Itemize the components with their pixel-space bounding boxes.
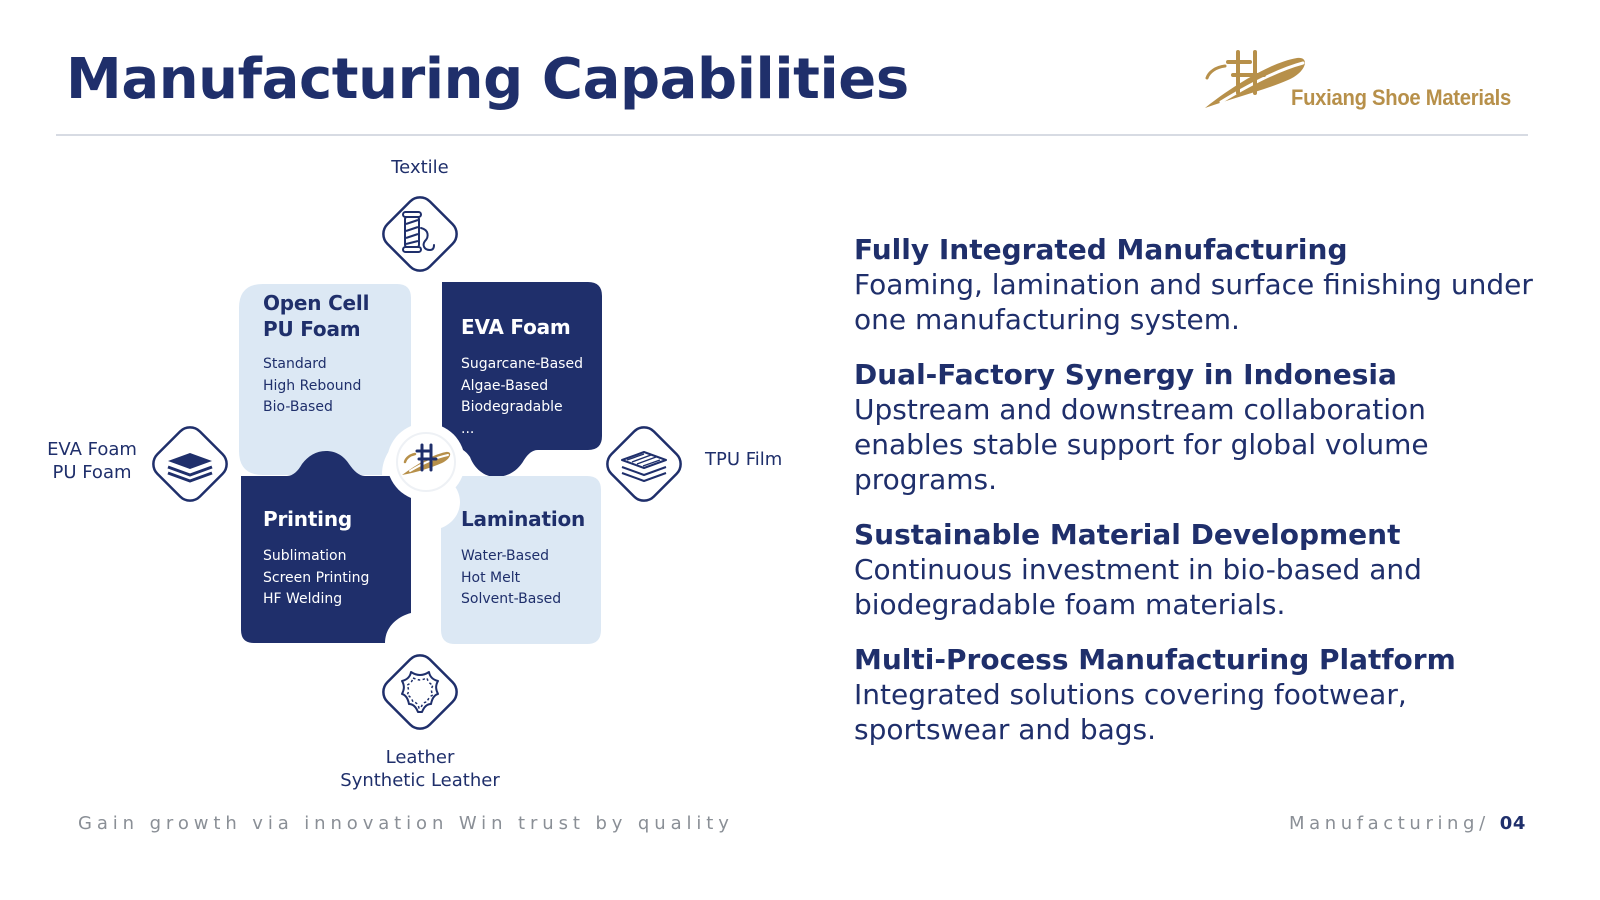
brand-logo: Fuxiang Shoe Materials — [1195, 40, 1535, 122]
feature-item: Sustainable Material Development Continu… — [854, 517, 1544, 622]
foam-layers-icon — [142, 416, 238, 512]
quadrant-item: Algae-Based — [461, 377, 549, 394]
feature-item: Dual-Factory Synergy in Indonesia Upstre… — [854, 357, 1544, 497]
quadrant-item: HF Welding — [263, 591, 343, 607]
quadrant-list: Sugarcane-Based Algae-Based Biodegradabl… — [461, 354, 611, 440]
capability-feature-list: Fully Integrated Manufacturing Foaming, … — [854, 232, 1544, 767]
center-logo-mark — [394, 430, 458, 494]
quadrant-open-cell-pu-foam: Open Cell PU Foam Standard High Rebound … — [263, 290, 413, 419]
spool-icon — [372, 186, 468, 282]
feature-body: Integrated solutions covering footwear, … — [854, 678, 1407, 746]
quadrant-item: ... — [461, 420, 475, 437]
quadrant-item: Biodegradable — [461, 399, 563, 415]
feature-title: Fully Integrated Manufacturing — [854, 233, 1348, 266]
category-label-line: Textile — [391, 157, 449, 178]
feature-item: Fully Integrated Manufacturing Foaming, … — [854, 232, 1544, 337]
feature-title: Sustainable Material Development — [854, 518, 1401, 551]
capabilities-diagram: Open Cell PU Foam Standard High Rebound … — [40, 150, 840, 800]
leather-hide-icon — [372, 644, 468, 740]
category-label-line: Synthetic Leather — [340, 770, 500, 791]
page-number: 04 — [1499, 813, 1526, 834]
category-label-foam: EVA Foam PU Foam — [42, 438, 142, 484]
quadrant-title-line: Open Cell — [263, 291, 370, 315]
brand-logo-mark — [1205, 50, 1305, 108]
quadrant-item: Sugarcane-Based — [461, 356, 583, 372]
film-layers-icon — [596, 416, 692, 512]
footer-section-label: Manufacturing/ — [1288, 813, 1490, 834]
quadrant-item: Standard — [263, 356, 327, 372]
feature-item: Multi-Process Manufacturing Platform Int… — [854, 642, 1544, 747]
quadrant-lamination: Lamination Water-Based Hot Melt Solvent-… — [461, 506, 611, 611]
category-label-line: Leather — [385, 747, 455, 768]
feature-title: Multi-Process Manufacturing Platform — [854, 643, 1456, 676]
category-label-line: TPU Film — [705, 449, 783, 470]
quadrant-printing: Printing Sublimation Screen Printing HF … — [263, 506, 413, 611]
feature-body: Foaming, lamination and surface finishin… — [854, 268, 1533, 336]
quadrant-list: Standard High Rebound Bio-Based — [263, 354, 413, 419]
quadrant-item: Sublimation — [263, 548, 347, 564]
quadrant-item: Hot Melt — [461, 569, 521, 586]
category-label-leather: Leather Synthetic Leather — [330, 746, 510, 792]
quadrant-item: High Rebound — [263, 377, 362, 394]
feature-body: Upstream and downstream collaboration en… — [854, 393, 1429, 496]
category-label-tpu-film: TPU Film — [705, 448, 805, 471]
footer-tagline: Gain growth via innovation Win trust by … — [78, 813, 734, 834]
quadrant-title: Open Cell PU Foam — [263, 290, 413, 342]
feature-title: Dual-Factory Synergy in Indonesia — [854, 358, 1397, 391]
quadrant-title: Lamination — [461, 507, 586, 531]
quadrant-eva-foam: EVA Foam Sugarcane-Based Algae-Based Bio… — [461, 314, 611, 440]
quadrant-item: Solvent-Based — [461, 591, 562, 607]
category-label-line: EVA Foam — [47, 439, 137, 460]
quadrant-title: EVA Foam — [461, 315, 571, 339]
footer-page-info: Manufacturing/04 — [1289, 812, 1526, 836]
quadrant-title: Printing — [263, 507, 352, 531]
title-divider — [56, 134, 1528, 136]
quadrant-list: Water-Based Hot Melt Solvent-Based — [461, 546, 611, 611]
quadrant-list: Sublimation Screen Printing HF Welding — [263, 546, 413, 611]
category-label-line: PU Foam — [52, 462, 132, 483]
quadrant-item: Screen Printing — [263, 569, 370, 586]
quadrant-title-line: PU Foam — [263, 317, 361, 341]
quadrant-item: Bio-Based — [263, 399, 333, 415]
quadrant-item: Water-Based — [461, 548, 550, 564]
brand-name: Fuxiang Shoe Materials — [1291, 85, 1512, 110]
feature-body: Continuous investment in bio-based and b… — [854, 553, 1422, 621]
category-label-textile: Textile — [370, 156, 470, 179]
page-title: Manufacturing Capabilities — [66, 47, 909, 112]
